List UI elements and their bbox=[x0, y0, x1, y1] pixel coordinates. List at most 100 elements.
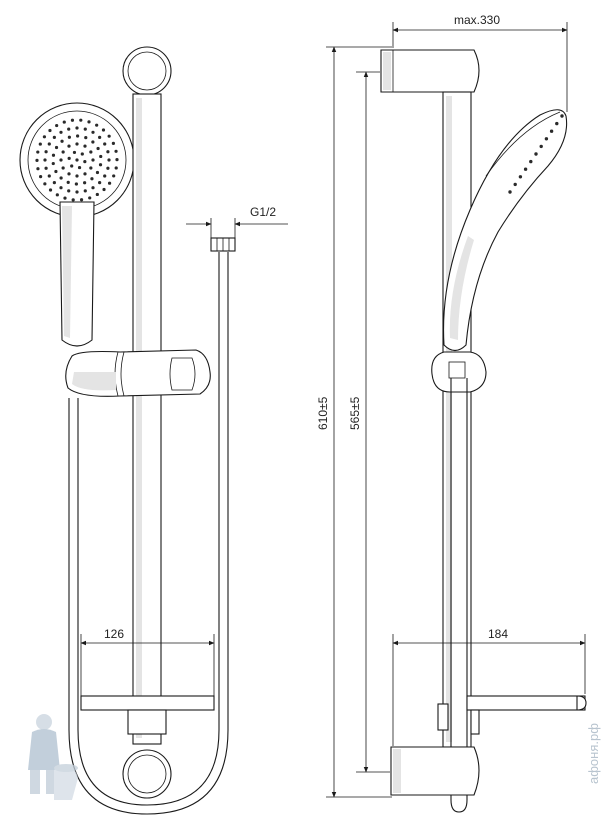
front-view: G1/2 126 bbox=[19, 46, 288, 815]
side-nozzle-dot bbox=[523, 167, 528, 171]
nozzle-dot bbox=[48, 128, 52, 133]
nozzle-dot bbox=[67, 135, 71, 139]
nozzle-dot bbox=[60, 139, 64, 143]
nozzle-dot bbox=[76, 134, 80, 138]
side-nozzle-dot bbox=[560, 114, 564, 118]
nozzle-dot bbox=[79, 198, 84, 202]
side-nozzle-dot bbox=[513, 182, 517, 187]
slider-front bbox=[65, 349, 211, 397]
nozzle-dot bbox=[47, 174, 51, 178]
nozzle-dot bbox=[42, 135, 47, 139]
slider-side bbox=[431, 351, 487, 393]
side-view: max.330 610±5 565±5 184 bbox=[316, 13, 587, 813]
nozzle-dot bbox=[67, 127, 71, 131]
thread-label: G1/2 bbox=[250, 205, 276, 219]
nozzle-dot bbox=[96, 146, 100, 151]
nozzle-dot bbox=[95, 192, 99, 197]
nozzle-dot bbox=[75, 190, 79, 194]
nozzle-dot bbox=[106, 166, 110, 170]
hose-nut-front bbox=[210, 237, 236, 252]
nozzle-dot bbox=[67, 189, 71, 193]
nozzle-dot bbox=[59, 176, 63, 180]
side-nozzle-dot bbox=[549, 129, 554, 133]
nozzle-dot bbox=[66, 180, 70, 184]
nozzle-dot bbox=[70, 164, 74, 168]
nozzle-dot bbox=[75, 142, 79, 146]
nozzle-dot bbox=[63, 196, 67, 200]
nozzle-dot bbox=[98, 181, 102, 185]
nozzle-dot bbox=[114, 166, 118, 170]
nozzle-dot bbox=[55, 193, 59, 197]
nozzle-dot bbox=[112, 174, 116, 178]
nozzle-dot bbox=[44, 150, 48, 154]
top-holder-front bbox=[122, 46, 172, 96]
nozzle-dot bbox=[75, 126, 79, 130]
nozzle-dot bbox=[98, 135, 102, 139]
nozzle-dot bbox=[83, 172, 87, 176]
rail-height-label: 565±5 bbox=[348, 396, 362, 430]
nozzle-dot bbox=[103, 174, 107, 178]
soap-shelf-side bbox=[466, 695, 586, 711]
nozzle-dot bbox=[36, 167, 40, 171]
nozzle-dot bbox=[115, 158, 119, 162]
nozzle-dot bbox=[95, 123, 99, 127]
nozzle-dot bbox=[59, 158, 63, 162]
nozzle-dot bbox=[91, 186, 95, 190]
nozzle-dot bbox=[35, 158, 39, 162]
total-height-dimension: 610±5 bbox=[316, 46, 392, 798]
nozzle-dot bbox=[59, 130, 63, 134]
side-depth-dimension: 184 bbox=[392, 627, 586, 746]
nozzle-dot bbox=[91, 158, 95, 162]
nozzle-dot bbox=[54, 169, 58, 174]
nozzle-dot bbox=[51, 161, 55, 166]
bottom-bracket-side bbox=[390, 746, 480, 796]
side-nozzle-dot bbox=[534, 152, 538, 156]
nozzle-pattern bbox=[35, 118, 119, 202]
nozzle-dot bbox=[83, 127, 87, 131]
nozzle-dot bbox=[55, 123, 59, 128]
nozzle-dot bbox=[67, 156, 71, 161]
nozzle-dot bbox=[111, 141, 115, 145]
side-nozzle-dot bbox=[518, 175, 523, 179]
max-width-label: max.330 bbox=[454, 13, 500, 27]
nozzle-dot bbox=[87, 120, 91, 124]
thread-dimension: G1/2 bbox=[186, 205, 288, 238]
nozzle-dot bbox=[72, 150, 77, 155]
nozzle-dot bbox=[52, 181, 56, 185]
nozzle-dot bbox=[71, 198, 75, 202]
nozzle-dot bbox=[83, 144, 87, 148]
nozzle-dot bbox=[54, 145, 59, 150]
nozzle-dot bbox=[84, 136, 88, 140]
nozzle-dot bbox=[107, 134, 111, 138]
side-nozzle-row bbox=[508, 114, 564, 194]
nozzle-dot bbox=[36, 150, 40, 154]
nozzle-dot bbox=[101, 128, 106, 132]
nozzle-dot bbox=[70, 118, 75, 122]
nozzle-dot bbox=[98, 163, 103, 167]
nozzle-dot bbox=[88, 196, 92, 200]
nozzle-dot bbox=[106, 150, 110, 154]
watermark-text: афоня.рф bbox=[586, 723, 601, 784]
shower-head-front bbox=[19, 102, 135, 218]
total-height-label: 610±5 bbox=[316, 396, 330, 430]
nozzle-dot bbox=[38, 142, 42, 146]
nozzle-dot bbox=[59, 186, 63, 190]
nozzle-dot bbox=[107, 181, 112, 185]
nozzle-dot bbox=[79, 118, 83, 122]
nozzle-dot bbox=[99, 154, 103, 159]
max-width-dimension: max.330 bbox=[392, 13, 568, 112]
nozzle-dot bbox=[89, 150, 93, 154]
top-bracket-side bbox=[380, 49, 480, 93]
nozzle-dot bbox=[83, 189, 87, 193]
nozzle-dot bbox=[77, 165, 82, 170]
nozzle-dot bbox=[67, 144, 71, 148]
nozzle-dot bbox=[51, 153, 56, 157]
nozzle-dot bbox=[90, 177, 94, 181]
plumber-mascot-logo bbox=[28, 714, 78, 800]
front-width-dimension: 126 bbox=[80, 627, 215, 696]
nozzle-dot bbox=[83, 159, 87, 164]
nozzle-dot bbox=[52, 135, 56, 139]
side-nozzle-dot bbox=[508, 190, 512, 194]
nozzle-dot bbox=[44, 166, 48, 170]
